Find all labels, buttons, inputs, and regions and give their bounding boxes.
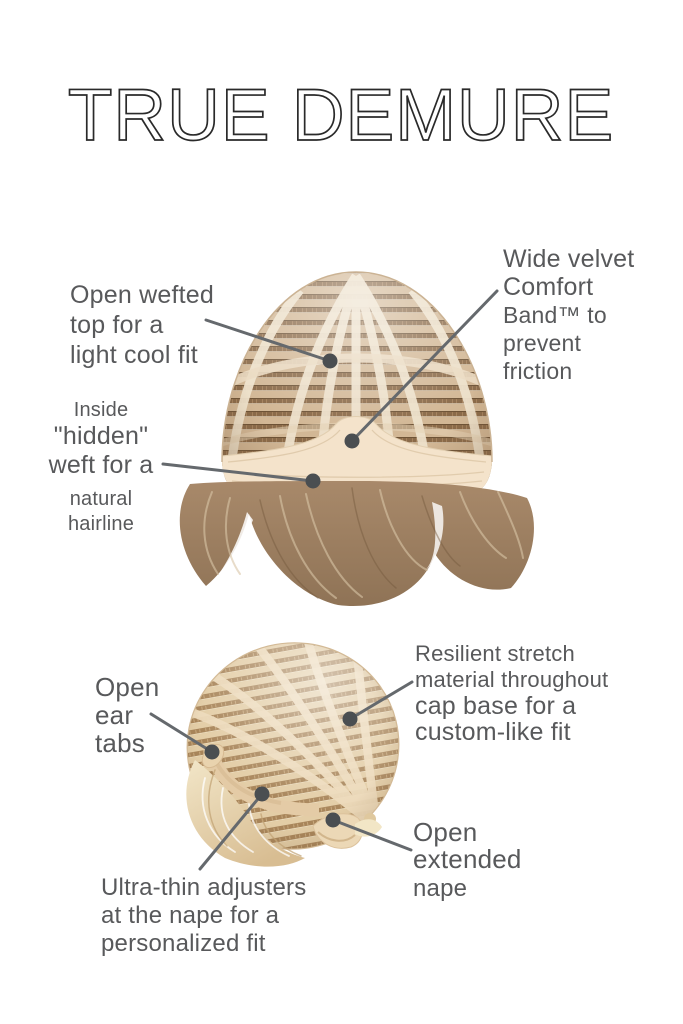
annotation-line: Open — [95, 672, 160, 702]
page-title-svg: TRUE DEMURE — [67, 74, 614, 157]
annotation-line: hairline — [67, 513, 135, 535]
annotation-comfort-band: Wide velvet Comfort Band™ to prevent fri… — [503, 245, 634, 385]
annotation-open-wefted-top: Open wefted top for a light cool fit — [70, 280, 214, 370]
open-weft-dome — [222, 272, 492, 494]
page-title: TRUE DEMURE — [68, 75, 614, 156]
annotation-line: material throughout — [415, 667, 609, 692]
annotation-line: "hidden" — [53, 422, 149, 450]
annotation-line: prevent — [503, 330, 582, 356]
hair-fringe — [179, 481, 534, 607]
annotation-line: friction — [503, 358, 573, 384]
annotation-line: cap base for a — [415, 692, 577, 720]
annotation-line: Comfort — [503, 273, 594, 301]
annotation-line: Ultra-thin adjusters — [101, 874, 307, 901]
annotation-line: Resilient stretch — [415, 641, 575, 666]
annotation-ear-tabs: Open ear tabs — [95, 673, 159, 757]
annotation-line: light cool fit — [70, 341, 198, 369]
annotation-line: Band™ to — [503, 302, 607, 328]
wig-cap-side-illustration — [170, 628, 420, 868]
annotation-line: extended — [413, 844, 522, 874]
annotation-nape-adjusters: Ultra-thin adjusters at the nape for a p… — [101, 874, 306, 958]
annotation-line: top for a — [70, 311, 164, 339]
annotation-extended-nape: Open extended nape — [413, 817, 522, 903]
annotation-stretch-material: Resilient stretch material throughout ca… — [415, 641, 608, 745]
annotation-line: tabs — [95, 728, 145, 758]
annotation-line: weft for a — [48, 451, 154, 479]
annotation-line: personalized fit — [101, 930, 266, 957]
annotation-line: custom-like fit — [415, 718, 571, 746]
annotation-line: Wide velvet — [503, 245, 635, 273]
annotation-line: ear — [95, 700, 134, 730]
annotation-hidden-weft: Inside "hidden" weft for a natural hairl… — [38, 399, 164, 536]
annotation-line: natural — [69, 488, 133, 510]
annotation-line: Open wefted — [70, 281, 214, 309]
annotation-line: Open — [413, 817, 478, 847]
annotation-line: Inside — [73, 399, 129, 421]
annotation-line: nape — [413, 875, 468, 902]
adjuster-strap — [213, 759, 282, 805]
annotation-line: at the nape for a — [101, 902, 280, 929]
